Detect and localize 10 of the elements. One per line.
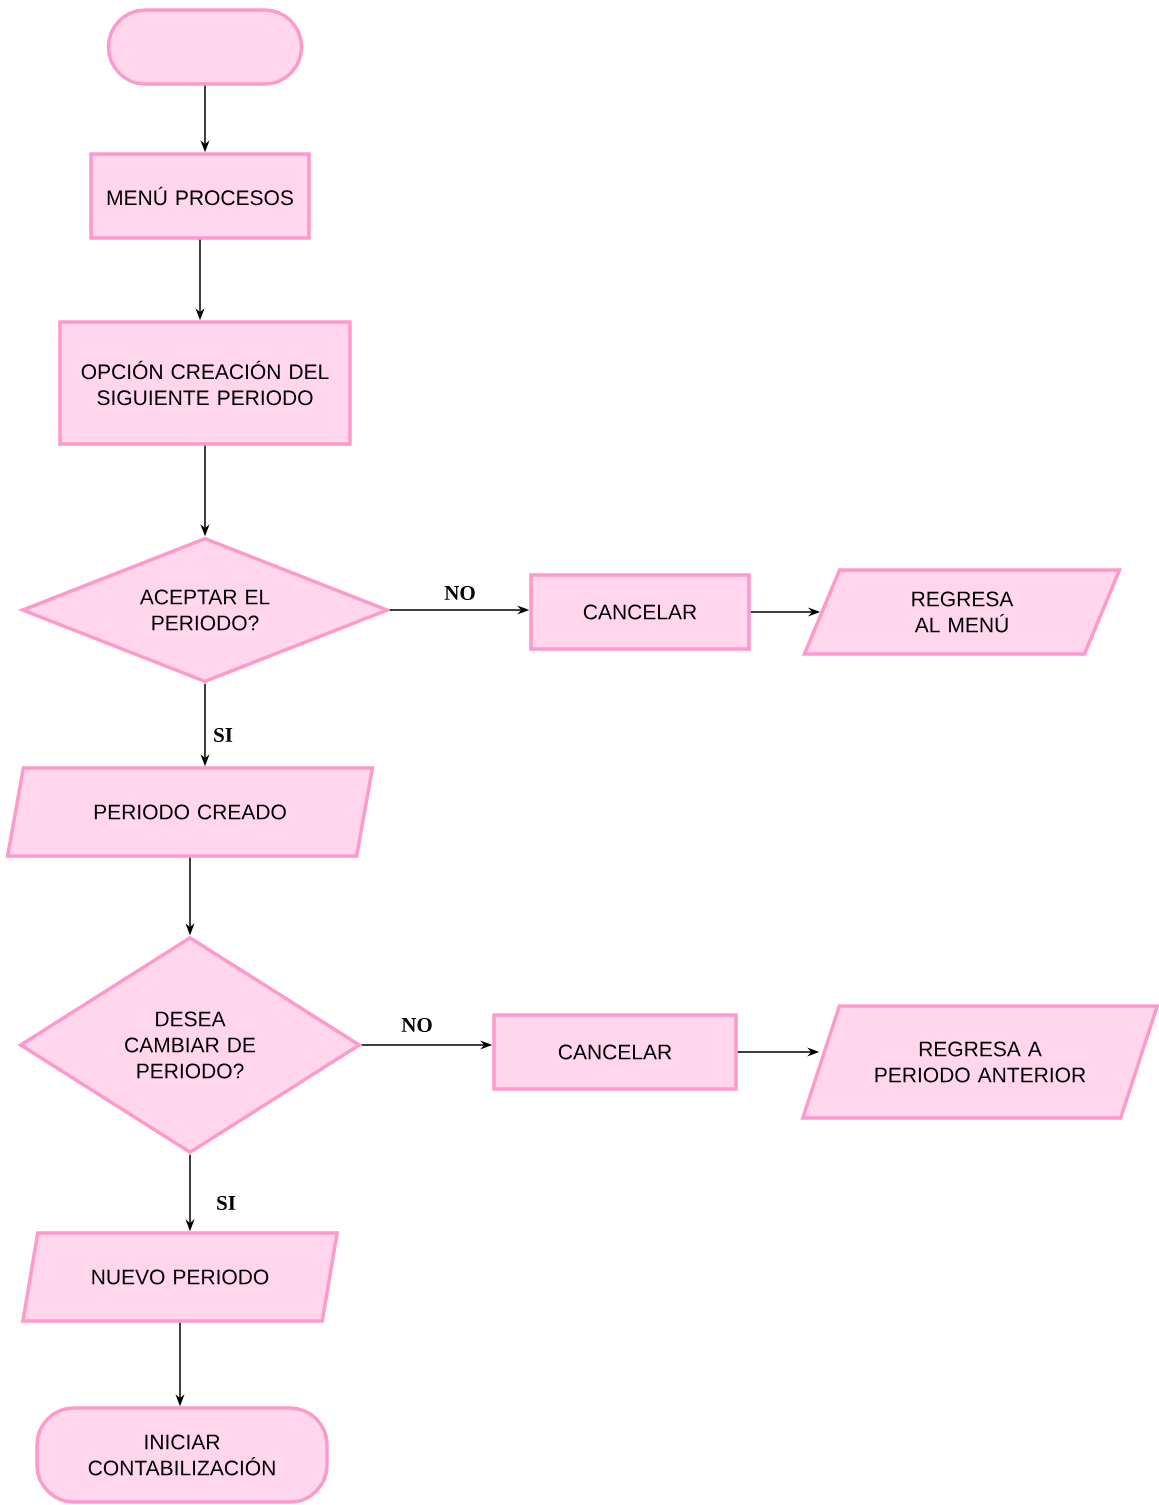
process-box: MENÚ PROCESOS bbox=[89, 152, 311, 240]
data-parallelogram: PERIODO CREADO bbox=[5, 766, 375, 858]
edge-label: SI bbox=[217, 1195, 236, 1211]
edge-label: SI bbox=[214, 727, 233, 743]
process-box: OPCIÓN CREACIÓN DEL SIGUIENTE PERIODO bbox=[58, 320, 352, 446]
terminal-shape bbox=[106, 8, 304, 86]
process-box: CANCELAR bbox=[529, 573, 751, 651]
process-box: CANCELAR bbox=[492, 1013, 738, 1091]
edge-label: NO bbox=[401, 1017, 432, 1033]
edge-label: NO bbox=[444, 585, 475, 601]
